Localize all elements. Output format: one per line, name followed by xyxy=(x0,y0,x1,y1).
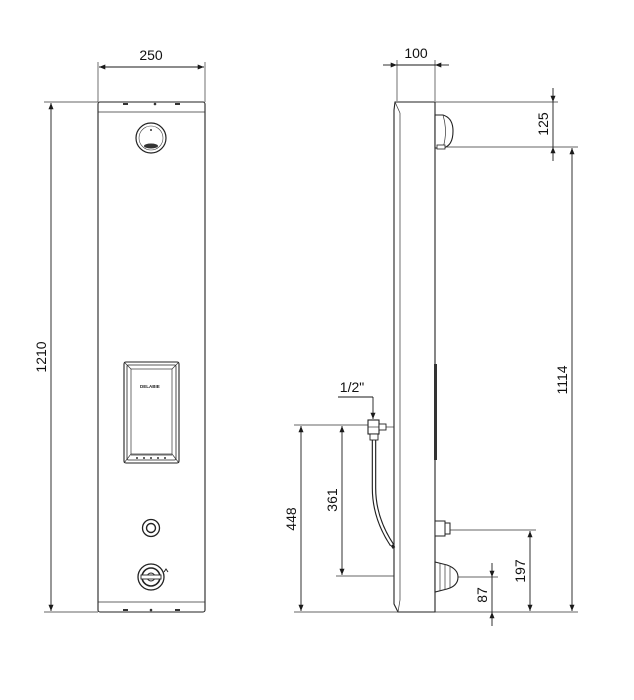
inlet-height-label: 448 xyxy=(283,507,299,531)
fixing-hole-bottom-left xyxy=(123,609,128,611)
control-box: DELABIE xyxy=(123,361,180,464)
height-label: 1210 xyxy=(33,341,49,372)
brand-label: DELABIE xyxy=(140,384,160,389)
fixing-hole-top-right xyxy=(175,103,180,105)
mixer-knob-side xyxy=(434,561,459,593)
hose-length-label: 361 xyxy=(324,488,340,512)
control-box-protrusion xyxy=(434,364,437,460)
top-offset-label: 125 xyxy=(535,112,551,136)
fixing-hole-top-left xyxy=(123,103,128,105)
lower-outlet-label: 87 xyxy=(474,587,490,603)
shower-head-side xyxy=(434,114,454,150)
fixing-hole-bottom-right xyxy=(175,609,180,611)
thread-label: 1/2" xyxy=(340,379,364,395)
width-label: 250 xyxy=(139,47,163,63)
push-button-side xyxy=(434,520,451,537)
head-height-label: 1114 xyxy=(554,365,570,394)
upper-outlet-label: 197 xyxy=(512,559,528,583)
side-view: 100 xyxy=(283,45,578,626)
fixing-hole-top-center xyxy=(153,102,157,106)
shower-head-front xyxy=(135,122,167,154)
front-panel xyxy=(97,101,206,613)
front-view: 250 1210 xyxy=(33,47,206,613)
depth-label: 100 xyxy=(404,45,428,61)
mixer-knob-front xyxy=(137,563,169,591)
fixing-hole-bottom-center xyxy=(149,608,153,612)
supply-hose xyxy=(367,419,396,549)
push-button-front xyxy=(141,518,161,538)
